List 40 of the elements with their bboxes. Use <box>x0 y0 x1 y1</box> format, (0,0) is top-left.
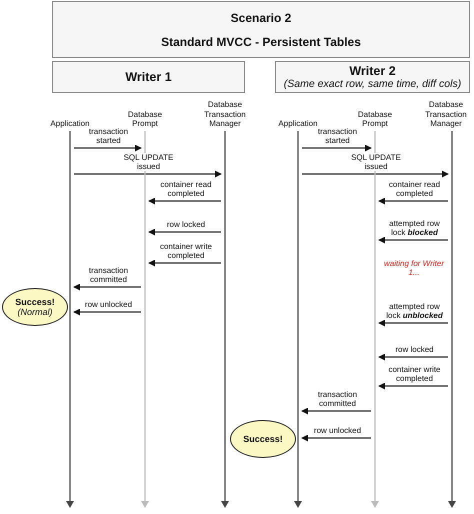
outcome-text: Success! <box>243 434 283 444</box>
header-subtitle: (Same exact row, same time, diff cols) <box>284 78 462 90</box>
lifeline-label: Database Transaction Manager <box>424 100 468 128</box>
message-arrow <box>301 434 371 442</box>
lifeline <box>448 131 456 508</box>
header-title: Writer 1 <box>125 70 172 84</box>
lifeline <box>294 131 302 508</box>
message-arrow <box>302 144 372 152</box>
message-arrow <box>74 144 142 152</box>
message-arrow <box>301 408 371 414</box>
header-box <box>275 61 470 93</box>
lifeline-label: Application <box>49 118 91 128</box>
header-title: Writer 2 <box>349 64 396 78</box>
lifeline <box>66 131 74 508</box>
message-arrow <box>148 228 221 236</box>
outcome-ellipse <box>230 420 296 458</box>
message-arrow <box>378 236 448 244</box>
lifeline-label: Application <box>277 118 318 128</box>
message-arrow <box>148 260 221 266</box>
message-arrow <box>302 170 449 178</box>
message-arrow <box>148 198 221 204</box>
message-arrow <box>378 320 448 326</box>
message-arrow <box>378 354 448 360</box>
header-subtitle: Standard MVCC - Persistent Tables <box>161 34 361 48</box>
header-box <box>52 1 470 58</box>
outcome-note: (Normal) <box>18 307 52 317</box>
message-arrow <box>74 170 222 178</box>
header-box <box>52 61 245 93</box>
lifeline <box>221 131 229 508</box>
lifeline-label: Database Prompt <box>356 110 394 128</box>
message-arrow <box>378 198 448 204</box>
outcome-ellipse <box>2 288 68 326</box>
message-arrow <box>73 308 141 316</box>
message-arrow <box>378 382 448 390</box>
outcome-text: Success! <box>15 297 55 307</box>
lifeline-label: Database Prompt <box>128 110 164 128</box>
header-title: Scenario 2 <box>230 10 292 24</box>
message-arrow <box>73 284 141 290</box>
status-note: waiting for Writer 1... <box>384 259 444 278</box>
lifeline-label: Database Transaction Manager <box>203 100 247 128</box>
